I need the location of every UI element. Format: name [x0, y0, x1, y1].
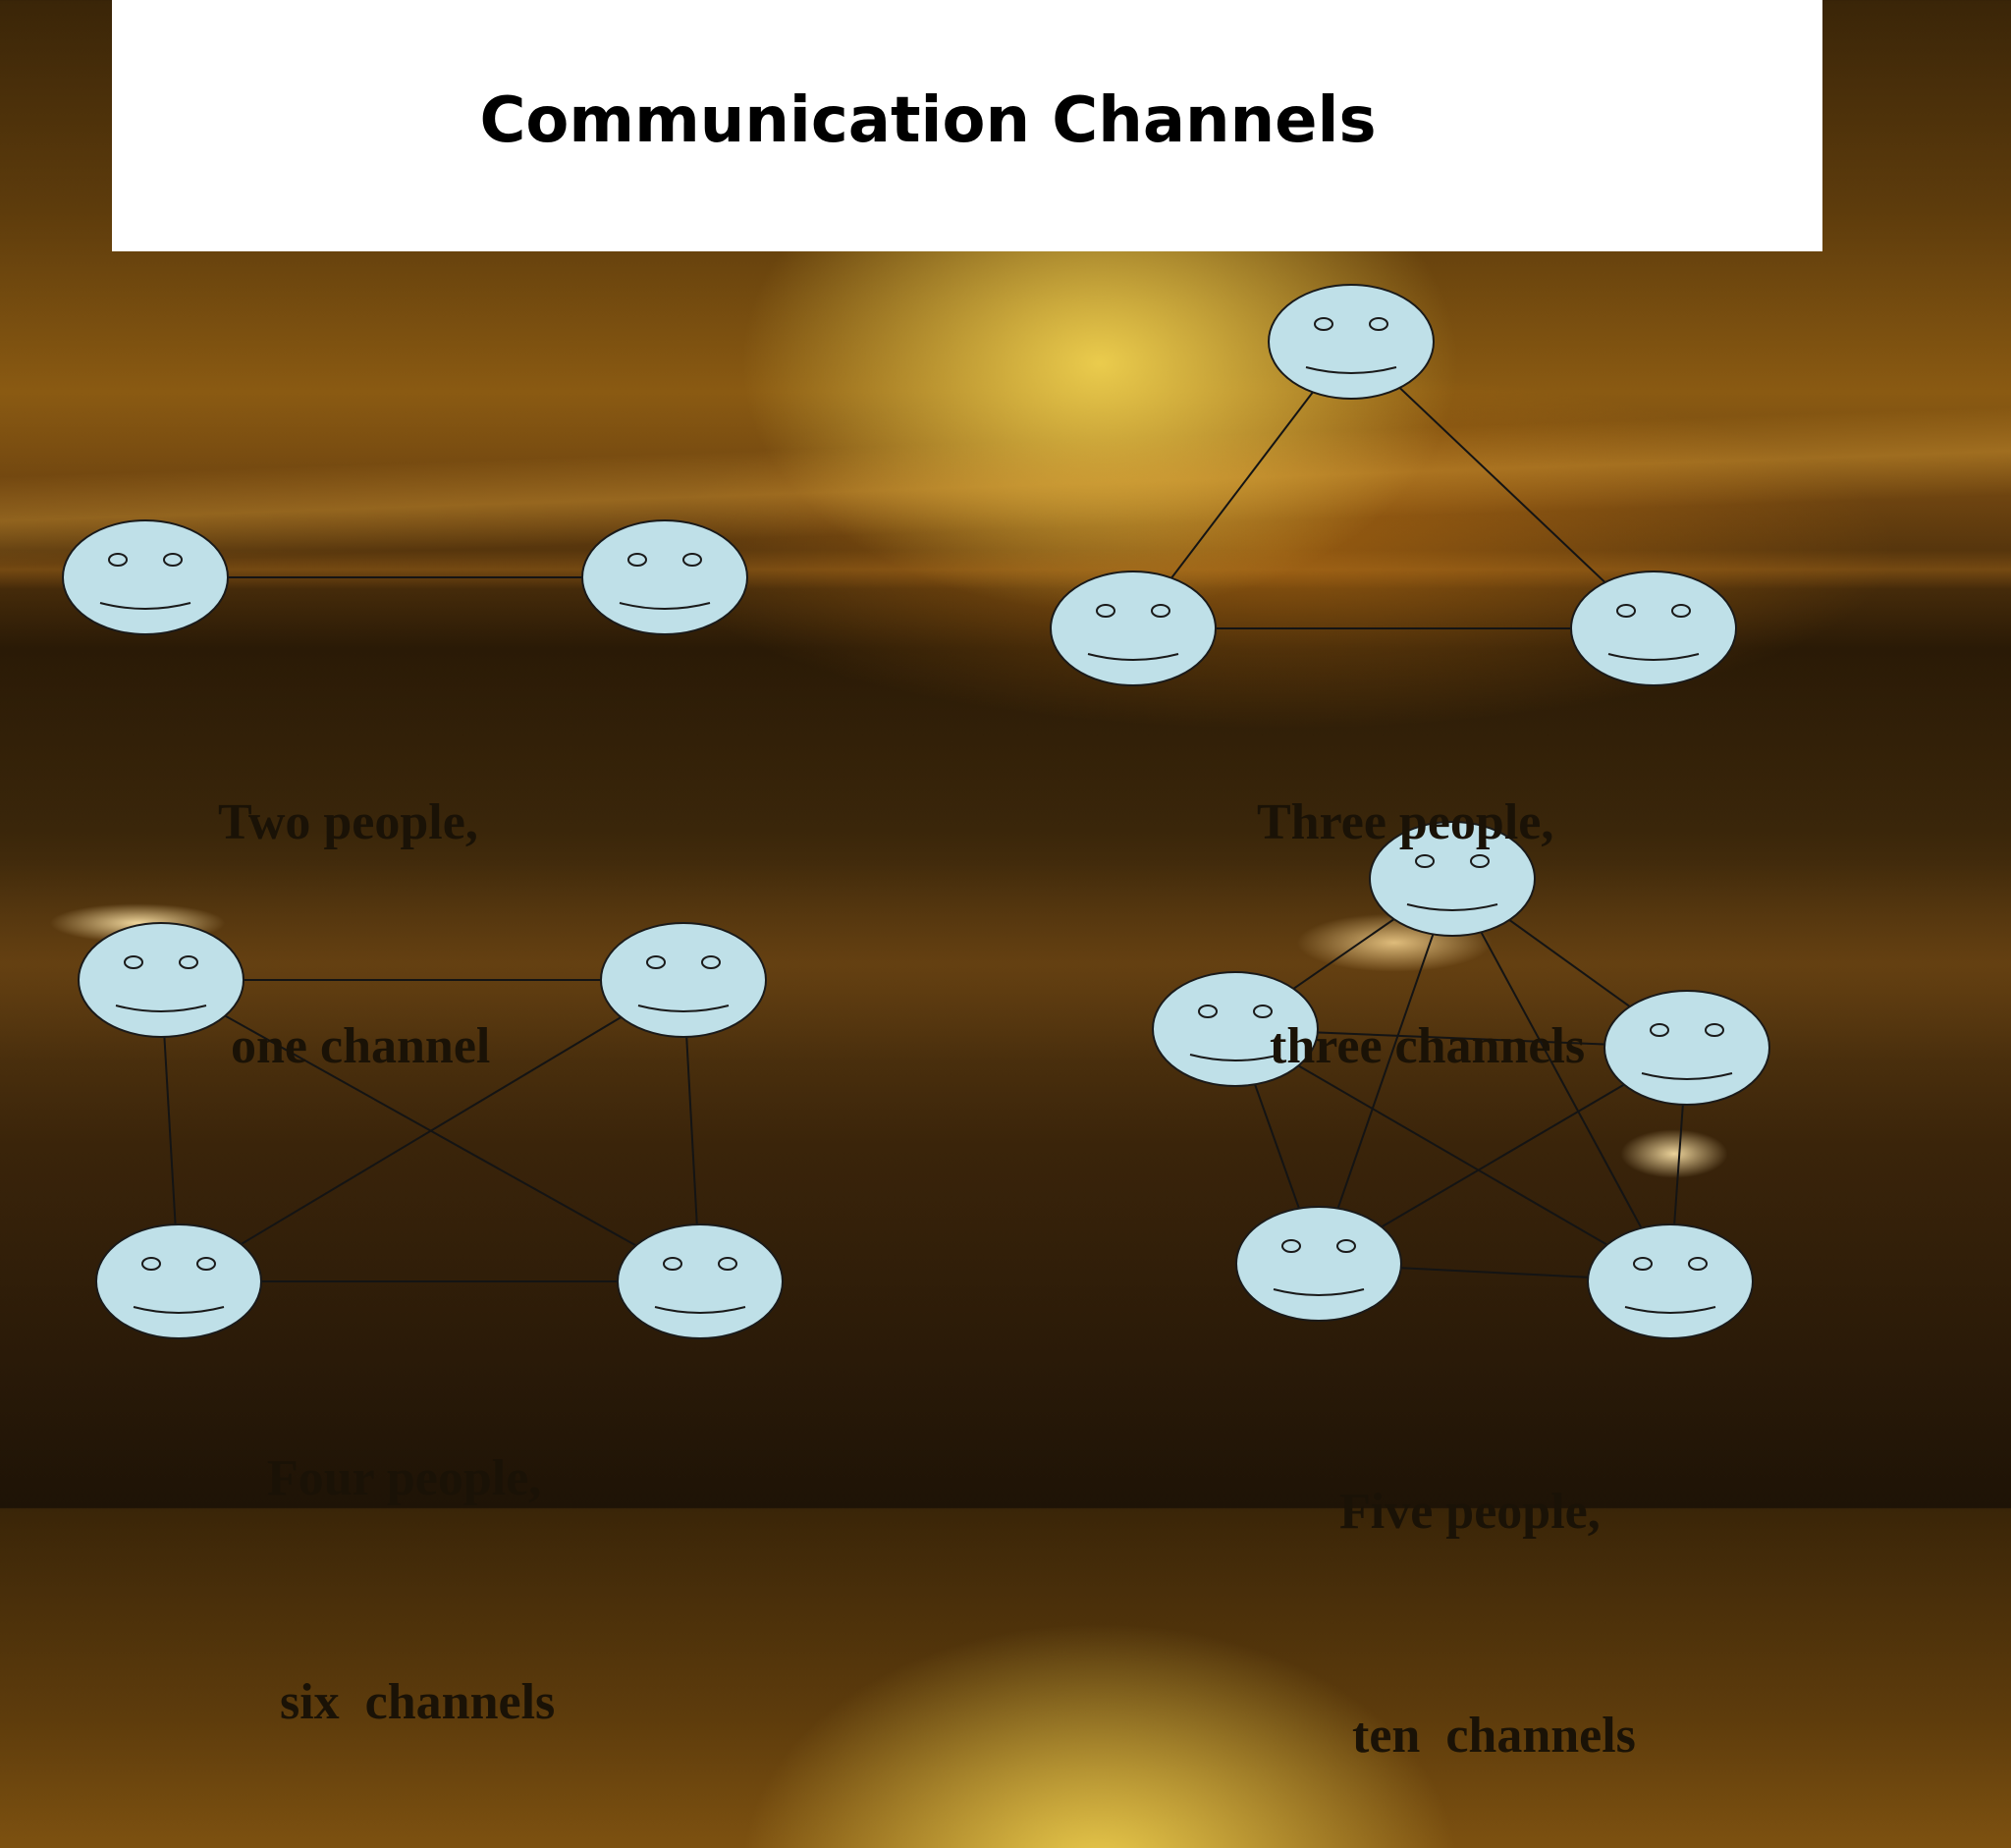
- caption-line: one channel: [218, 1018, 491, 1074]
- smile-mouth: [1641, 1072, 1733, 1080]
- channels-diagram: [62, 284, 1770, 1339]
- eye-left: [1415, 854, 1435, 868]
- eye-left: [1096, 604, 1115, 618]
- eye-right: [1336, 1239, 1356, 1253]
- eye-left: [627, 553, 647, 567]
- face-outline: [1268, 284, 1435, 400]
- smiley-face-icon: [95, 1223, 262, 1339]
- face-outline: [95, 1223, 262, 1339]
- face-outline: [1587, 1223, 1754, 1339]
- smile-mouth: [1273, 1288, 1365, 1296]
- smiley-face-icon: [1152, 971, 1319, 1087]
- caption-three-people: Three people, three channels: [1257, 636, 1585, 1159]
- smile-mouth: [1624, 1306, 1716, 1314]
- face-outline: [1570, 571, 1737, 686]
- eye-left: [1198, 1005, 1218, 1018]
- face-outline: [1603, 990, 1770, 1106]
- eye-left: [663, 1257, 682, 1271]
- face-outline: [78, 922, 245, 1038]
- face-outline: [617, 1223, 784, 1339]
- smile-mouth: [1189, 1054, 1281, 1061]
- eye-right: [1470, 854, 1490, 868]
- eye-right: [1369, 317, 1388, 331]
- channel-line-four: [178, 979, 684, 1282]
- eye-right: [682, 553, 702, 567]
- smiley-face-icon: [581, 519, 748, 635]
- face-outline: [1050, 571, 1217, 686]
- eye-right: [718, 1257, 737, 1271]
- smile-mouth: [1607, 653, 1700, 661]
- caption-four-people: Four people, six channels: [267, 1292, 555, 1815]
- smile-mouth: [1305, 366, 1397, 374]
- eye-left: [1281, 1239, 1301, 1253]
- smiley-face-icon: [1603, 990, 1770, 1106]
- channel-line-five: [1234, 1028, 1671, 1282]
- smile-mouth: [654, 1306, 746, 1314]
- caption-line: Two people,: [218, 794, 478, 850]
- eye-right: [1671, 604, 1691, 618]
- smile-mouth: [115, 1005, 207, 1012]
- eye-right: [1705, 1023, 1724, 1037]
- smiley-face-icon: [78, 922, 245, 1038]
- light-glare: [1620, 1129, 1728, 1178]
- eye-right: [196, 1257, 216, 1271]
- smile-mouth: [1406, 903, 1498, 911]
- title-banner: Communication Channels: [112, 0, 1822, 251]
- caption-line: three channels: [1257, 1018, 1586, 1074]
- smile-mouth: [619, 602, 711, 610]
- channel-line-five: [1451, 878, 1671, 1282]
- caption-line: Five people,: [1339, 1484, 1601, 1540]
- smiley-face-icon: [1235, 1206, 1402, 1322]
- people-faces: [62, 284, 1770, 1339]
- eye-left: [141, 1257, 161, 1271]
- smiley-face-icon: [1050, 571, 1217, 686]
- smile-mouth: [133, 1306, 225, 1314]
- smiley-face-icon: [1587, 1223, 1754, 1339]
- caption-five-people: Five people, ten channels: [1339, 1326, 1636, 1848]
- eye-right: [179, 955, 198, 969]
- smile-mouth: [99, 602, 191, 610]
- smile-mouth: [1087, 653, 1179, 661]
- eye-left: [1616, 604, 1636, 618]
- smiley-face-icon: [1369, 821, 1536, 937]
- slide-title: Communication Channels: [479, 84, 1377, 157]
- caption-line: Four people,: [267, 1450, 542, 1506]
- channel-line-three: [1350, 341, 1655, 629]
- caption-two-people: Two people, one channel: [218, 636, 490, 1159]
- eye-right: [1151, 604, 1170, 618]
- eye-left: [124, 955, 143, 969]
- eye-right: [163, 553, 183, 567]
- eye-left: [1314, 317, 1333, 331]
- face-outline: [600, 922, 767, 1038]
- face-outline: [1152, 971, 1319, 1087]
- eye-right: [1253, 1005, 1273, 1018]
- eye-left: [1633, 1257, 1653, 1271]
- smiley-face-icon: [62, 519, 229, 635]
- face-outline: [1235, 1206, 1402, 1322]
- face-outline: [1369, 821, 1536, 937]
- eye-right: [1688, 1257, 1708, 1271]
- caption-line: Three people,: [1257, 794, 1554, 850]
- smile-mouth: [637, 1005, 730, 1012]
- face-outline: [62, 519, 229, 635]
- face-outline: [581, 519, 748, 635]
- channel-line-five: [1318, 878, 1453, 1265]
- eye-left: [1650, 1023, 1669, 1037]
- eye-right: [701, 955, 721, 969]
- smiley-face-icon: [1268, 284, 1435, 400]
- smiley-face-icon: [1570, 571, 1737, 686]
- caption-line: ten channels: [1339, 1708, 1636, 1764]
- eye-left: [108, 553, 128, 567]
- smiley-face-icon: [617, 1223, 784, 1339]
- smiley-face-icon: [600, 922, 767, 1038]
- eye-left: [646, 955, 666, 969]
- caption-line: six channels: [267, 1674, 556, 1730]
